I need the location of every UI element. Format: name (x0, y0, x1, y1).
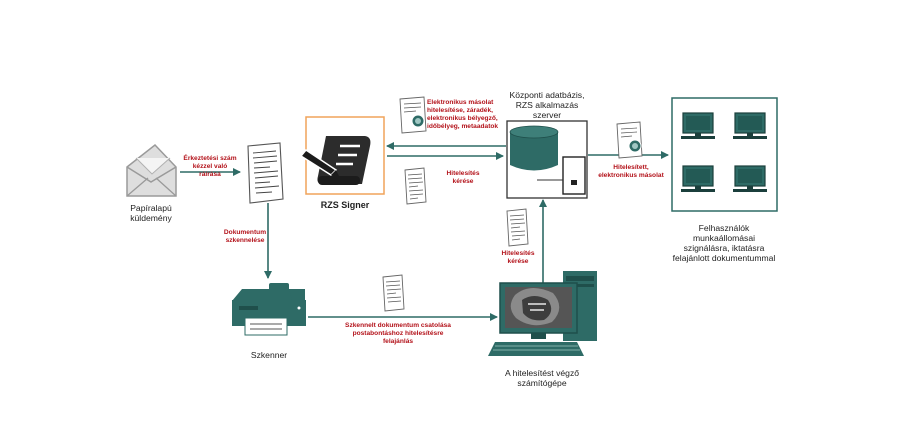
scanned-document-icon (247, 142, 284, 204)
edge-label-attach: Szkennelt dokumentum csatolása postabont… (345, 322, 451, 345)
request-document-icon-1 (404, 167, 427, 205)
attached-document-icon (382, 274, 405, 312)
edge-label-request-1: Hitelesítés kérése (446, 170, 480, 185)
workstation-icon-2 (733, 112, 767, 139)
central-server-box (506, 120, 588, 199)
server-icon (562, 156, 586, 195)
signature-pen-icon (299, 136, 371, 185)
scanner-label: Szkenner (250, 350, 288, 360)
certificate-document-icon-2 (616, 121, 643, 159)
request-document-icon-2 (506, 208, 529, 247)
edge-label-certified-copy: Hitelesített, elektronikus másolat (598, 164, 664, 179)
computer-label: A hitelesítést végző számítógépe (504, 368, 580, 388)
workstation-icon-4 (733, 165, 767, 192)
scanner-icon (232, 283, 306, 336)
edge-label-registration: Érkeztetési szám kézzel való ráírása (183, 155, 237, 178)
users-label: Felhasználók munkaállomásai szignálásra,… (672, 223, 776, 263)
workstation-icon-1 (681, 112, 715, 139)
paper-mail-label: Papíralapú küldemény (130, 203, 172, 223)
rzs-signer-box (299, 116, 385, 195)
envelope-icon (126, 143, 177, 197)
edge-label-certification: Elektronikus másolat hitelesítése, zárad… (427, 99, 499, 130)
workstation-icon-3 (681, 165, 715, 192)
user-workstations-box (671, 97, 778, 212)
server-label: Központi adatbázis, RZS alkalmazás szerv… (509, 90, 585, 120)
rzs-signer-label: RZS Signer (320, 200, 370, 210)
authenticating-computer-icon (488, 271, 597, 356)
database-icon (509, 125, 559, 171)
edge-label-scanning: Dokumentum szkennelése (223, 229, 267, 244)
certificate-document-icon-1 (399, 96, 427, 134)
edge-label-request-2: Hitelesítés kérése (501, 250, 535, 265)
